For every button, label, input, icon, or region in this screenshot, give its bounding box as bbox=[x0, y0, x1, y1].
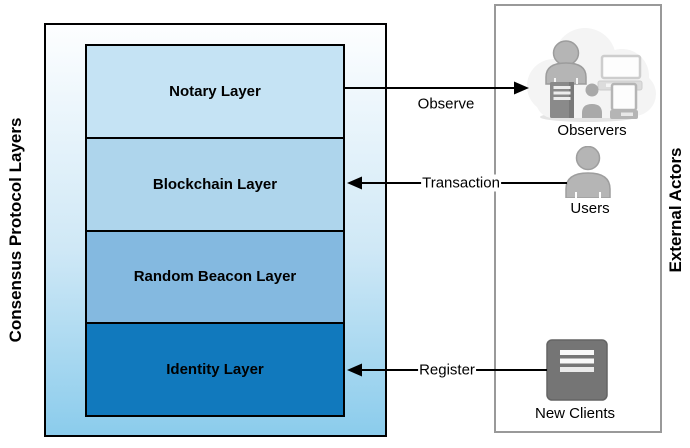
random-beacon-layer-label: Random Beacon Layer bbox=[133, 268, 297, 286]
register-arrow-label: Register bbox=[418, 361, 476, 379]
notary-layer: Notary Layer bbox=[87, 46, 343, 139]
users-label: Users bbox=[570, 200, 610, 217]
identity-layer: Identity Layer bbox=[87, 324, 343, 415]
user-person-icon bbox=[565, 146, 611, 198]
identity-layer-label: Identity Layer bbox=[166, 361, 264, 379]
observers-cloud-icon bbox=[527, 28, 656, 122]
random-beacon-layer: Random Beacon Layer bbox=[87, 231, 343, 325]
layer-stack: Notary Layer Blockchain Layer Random Bea… bbox=[85, 44, 345, 417]
new-clients-server-icon bbox=[546, 339, 608, 401]
notary-layer-label: Notary Layer bbox=[169, 82, 261, 100]
observe-arrow-label: Observe bbox=[417, 95, 475, 113]
external-actors-panel-title: External Actors bbox=[666, 147, 685, 273]
new-clients-label: New Clients bbox=[534, 405, 616, 422]
transaction-arrow-label: Transaction bbox=[421, 174, 501, 192]
observers-label: Observers bbox=[557, 122, 627, 139]
blockchain-layer: Blockchain Layer bbox=[87, 138, 343, 232]
blockchain-layer-label: Blockchain Layer bbox=[152, 175, 278, 193]
external-actors-box: Observers Users New Clients bbox=[494, 4, 662, 433]
consensus-panel-title: Consensus Protocol Layers bbox=[6, 117, 25, 343]
